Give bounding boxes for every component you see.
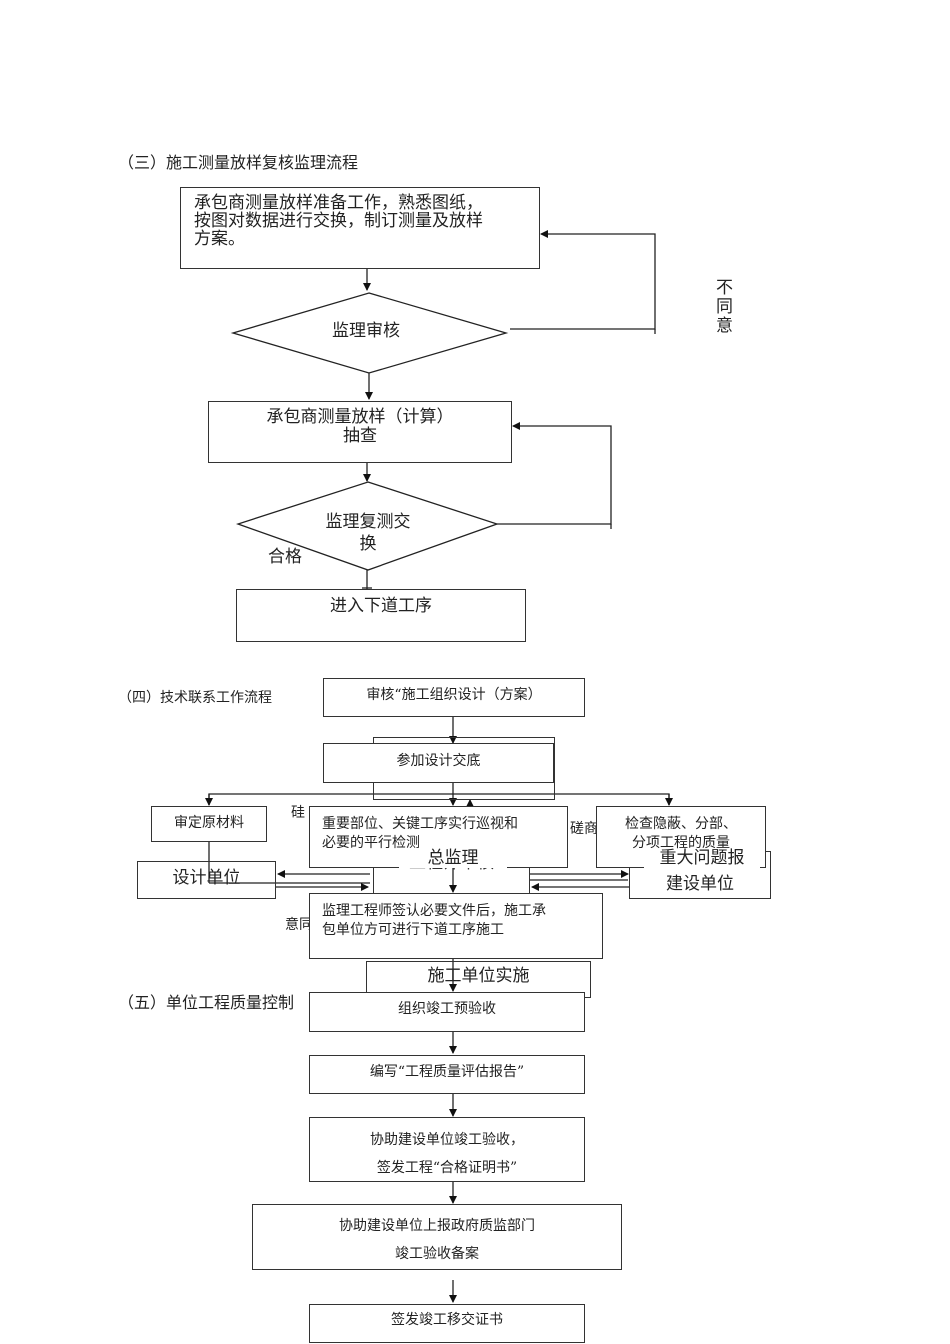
box-design-unit: 设计单位 — [137, 861, 276, 899]
pre-acceptance-label: 组织竣工预验收 — [398, 1001, 496, 1017]
design-briefing-label: 参加设计交底 — [396, 753, 481, 769]
reject-label-char: 同 — [716, 297, 733, 317]
assist-acceptance-line1: 协助建设单位竣工验收， — [370, 1132, 524, 1148]
decision-supervisor-recheck: 监理复测交 换 — [300, 511, 436, 555]
partial-agree-text: 意同 — [285, 917, 313, 933]
key-inspection-line2: 必要的平行检测 — [322, 835, 420, 851]
section3-heading: （三）施工测量放样复核监理流程 — [118, 153, 359, 172]
reject-label-char: 意 — [716, 316, 733, 336]
box-design-briefing: 参加设计交底 — [323, 743, 554, 783]
reject-label-char: 不 — [716, 278, 733, 298]
report-government-line1: 协助建设单位上报政府质监部门 — [339, 1218, 535, 1234]
report-government-line2: 竣工验收备案 — [395, 1246, 479, 1262]
handover-certificate-label: 签发竣工移交证书 — [391, 1312, 503, 1328]
box-pre-acceptance: 组织竣工预验收 — [309, 992, 585, 1032]
box-review-construction-design: 审核“施工组织设计（方案） — [323, 678, 585, 717]
partial-right-text: 磋商 — [570, 821, 598, 837]
box-approve-materials: 审定原材料 — [151, 806, 267, 842]
reject-loop-2 — [497, 422, 612, 525]
decision-supervisor-review: 监理审核 — [332, 321, 400, 341]
box-key-inspection: 重要部位、关键工序实行巡视和 必要的平行检测 — [309, 806, 568, 868]
decision-recheck-line1: 监理复测交 — [325, 512, 411, 532]
section5-heading: （五）单位工程质量控制 — [118, 993, 295, 1012]
design-unit-label: 设计单位 — [172, 868, 241, 888]
step-contractor-survey-line1: 承包商测量放样（计算） — [266, 407, 454, 427]
check-hidden-line2: 分项工程的质量 — [632, 835, 730, 851]
assist-acceptance-line2: 签发工程“合格证明书” — [376, 1160, 518, 1176]
box-handover-certificate: 签发竣工移交证书 — [309, 1304, 585, 1343]
step-prepare-survey-line2: 按图对数据进行交换，制订测量及放样 — [194, 211, 483, 231]
quality-report-label: 编写“工程质量评估报告” — [369, 1064, 525, 1080]
owner-top-label: 重大问题报 — [644, 849, 760, 868]
step-contractor-survey-line2: 抽查 — [343, 426, 377, 446]
sign-off-line1: 监理工程师签认必要文件后，施工承 — [322, 903, 546, 919]
box-assist-acceptance: 协助建设单位竣工验收， 签发工程“合格证明书” — [309, 1117, 585, 1182]
step-next-process: 进入下道工序 — [236, 589, 526, 642]
box-engineer-sign-off: 监理工程师签认必要文件后，施工承 包单位方可进行下道工序施工 — [309, 893, 603, 959]
box-quality-report: 编写“工程质量评估报告” — [309, 1055, 585, 1094]
step-prepare-survey: 承包商测量放样准备工作，熟悉图纸， 按图对数据进行交换，制订测量及放样 方案。 — [180, 187, 540, 269]
check-hidden-line1: 检查隐蔽、分部、 — [625, 816, 737, 832]
step-contractor-survey: 承包商测量放样（计算） 抽查 — [208, 401, 512, 463]
section4-heading: （四）技术联系工作流程 — [118, 690, 272, 706]
box-report-government: 协助建设单位上报政府质监部门 竣工验收备案 — [252, 1204, 622, 1270]
owner-unit-label: 建设单位 — [666, 874, 734, 894]
sign-off-line2: 包单位方可进行下道工序施工 — [322, 922, 504, 938]
chief-review-top-label: 总监理 — [399, 849, 507, 868]
partial-left-text: 硅 — [290, 805, 306, 822]
review-design-label: 审核“施工组织设计（方案） — [366, 687, 542, 703]
step-next-process-label: 进入下道工序 — [330, 596, 432, 616]
contractor-impl-label: 施工单位实施 — [427, 966, 530, 986]
step-prepare-survey-line3: 方案。 — [194, 229, 245, 249]
step-prepare-survey-line1: 承包商测量放样准备工作，熟悉图纸， — [194, 193, 483, 213]
pass-label: 合格 — [268, 547, 302, 567]
decision-recheck-line2: 换 — [359, 534, 377, 554]
key-inspection-line1: 重要部位、关键工序实行巡视和 — [322, 816, 518, 832]
approve-materials-label: 审定原材料 — [174, 815, 244, 831]
reject-label: 不 同 意 — [716, 279, 733, 336]
